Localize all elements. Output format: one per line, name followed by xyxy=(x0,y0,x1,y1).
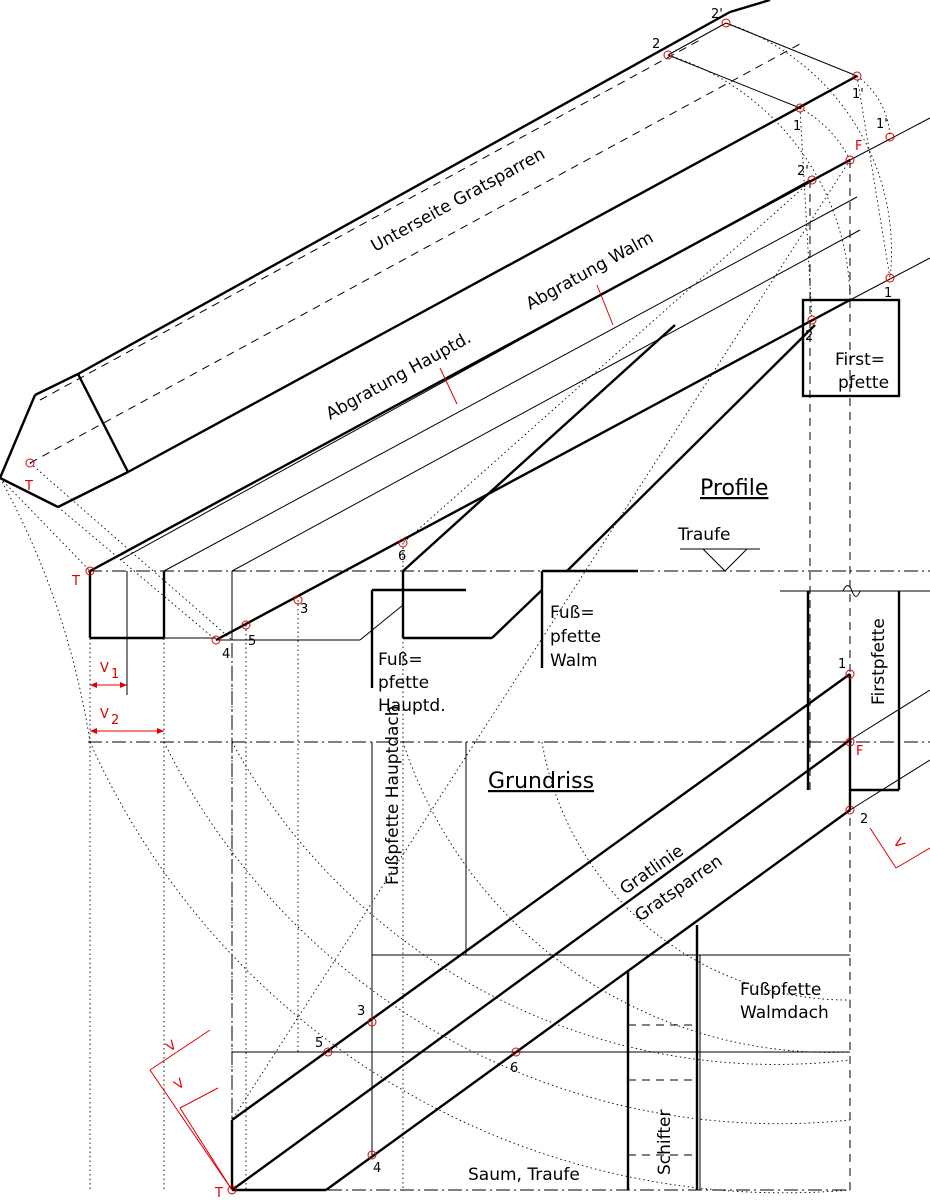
label-fusspfette-haupt-b: pfette xyxy=(378,673,429,693)
v2-sub-upper: 2 xyxy=(111,713,119,728)
label-unterseite-gratsparren: Unterseite Gratsparren xyxy=(368,144,549,256)
profile-section xyxy=(88,160,930,1190)
v-dimensions-lower xyxy=(149,827,930,1191)
point-5-upper: 5 xyxy=(248,634,256,649)
v1-label-right: V xyxy=(890,836,907,852)
label-fusspfette-walmdach-b: Walmdach xyxy=(740,1003,829,1023)
label-fusspfette-walm-c: Walm xyxy=(550,651,597,671)
point-f-upper: F xyxy=(855,139,862,154)
abgratung-walm-arrow xyxy=(596,284,614,326)
point-1-mid: 1 xyxy=(884,286,892,301)
label-firstpfette-vertical: Firstpfette xyxy=(869,618,889,705)
label-fusspfette-haupt-c: Hauptd. xyxy=(378,696,446,716)
point-t-upper: T xyxy=(24,479,33,494)
v-dimensions-upper xyxy=(88,571,930,743)
label-fusspfette-walm-a: Fuß= xyxy=(550,603,595,623)
point-4-lower: 4 xyxy=(373,1161,381,1176)
label-firstpfette-b: pfette xyxy=(838,373,889,393)
point-1-lower: 1 xyxy=(838,657,846,672)
point-6-upper: 6 xyxy=(398,549,406,564)
v1-label-lower: V xyxy=(172,1076,188,1093)
abgratung-hauptd-arrow xyxy=(439,367,458,405)
point-2-mid: 2 xyxy=(805,329,813,344)
label-fusspfette-walm-b: pfette xyxy=(550,627,601,647)
profile-title: Profile xyxy=(700,476,768,501)
label-schifter: Schifter xyxy=(655,1110,675,1175)
point-2p-top: 2' xyxy=(711,7,723,22)
gratsparren-profile xyxy=(0,0,930,642)
point-6-lower: 6 xyxy=(510,1061,518,1076)
point-2-top: 2 xyxy=(652,37,660,52)
point-f-lower: F xyxy=(856,744,863,759)
label-fusspfette-hauptdach-line1: Fußpfette Hauptdach xyxy=(383,705,403,885)
point-2p-mid: 2' xyxy=(797,164,809,179)
v2-label-lower: V xyxy=(164,1038,180,1055)
label-fusspfette-walmdach-a: Fußpfette xyxy=(740,980,821,1000)
grundriss-plan xyxy=(230,571,930,1192)
point-3-upper: 3 xyxy=(300,602,308,617)
label-firstpfette-a: First= xyxy=(835,350,885,370)
v2-label-upper: V xyxy=(100,707,109,722)
control-points xyxy=(25,18,895,1195)
point-5-lower: 5 xyxy=(315,1036,323,1051)
v1-sub-upper: 1 xyxy=(111,667,119,682)
point-t-mid: T xyxy=(71,574,80,589)
point-t-lower: T xyxy=(214,1186,223,1200)
label-fusspfette-haupt-a: Fuß= xyxy=(378,650,423,670)
point-3-lower: 3 xyxy=(357,1004,365,1019)
point-1p-top: 1' xyxy=(852,87,864,102)
label-traufe: Traufe xyxy=(677,525,731,545)
v1-label-upper: V xyxy=(100,661,109,676)
point-4-upper: 4 xyxy=(222,647,230,662)
label-saum-traufe: Saum, Traufe xyxy=(468,1165,580,1185)
grundriss-title: Grundriss xyxy=(488,769,594,794)
point-2-lower: 2 xyxy=(860,812,868,827)
construction-lines xyxy=(0,22,892,1194)
point-1p-right: 1' xyxy=(876,117,888,132)
point-1-top: 1 xyxy=(793,119,801,134)
